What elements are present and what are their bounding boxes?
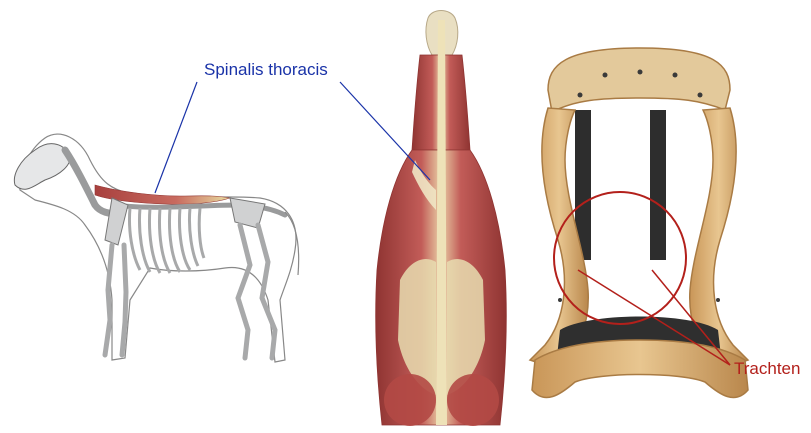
neck-vertebrae [65,150,118,213]
scapula [105,198,128,245]
spinalis-pointer-lines [155,82,430,193]
gluteal-left [384,374,436,426]
ribcage [129,208,204,273]
horse-skeleton-illustration [14,134,298,362]
saddle-tree-illustration [530,48,748,398]
back-muscles-illustration [376,11,507,427]
saddle-pommel-plate [548,48,730,112]
saddle-strap-right [650,110,666,260]
pointer-line-to-lateral [155,82,197,193]
spinalis-label: Spinalis thoracis [204,60,328,80]
gluteal-right [447,374,499,426]
forelegs [105,245,126,355]
hindlegs [238,225,275,358]
trachten-label: Trachten [734,359,800,379]
